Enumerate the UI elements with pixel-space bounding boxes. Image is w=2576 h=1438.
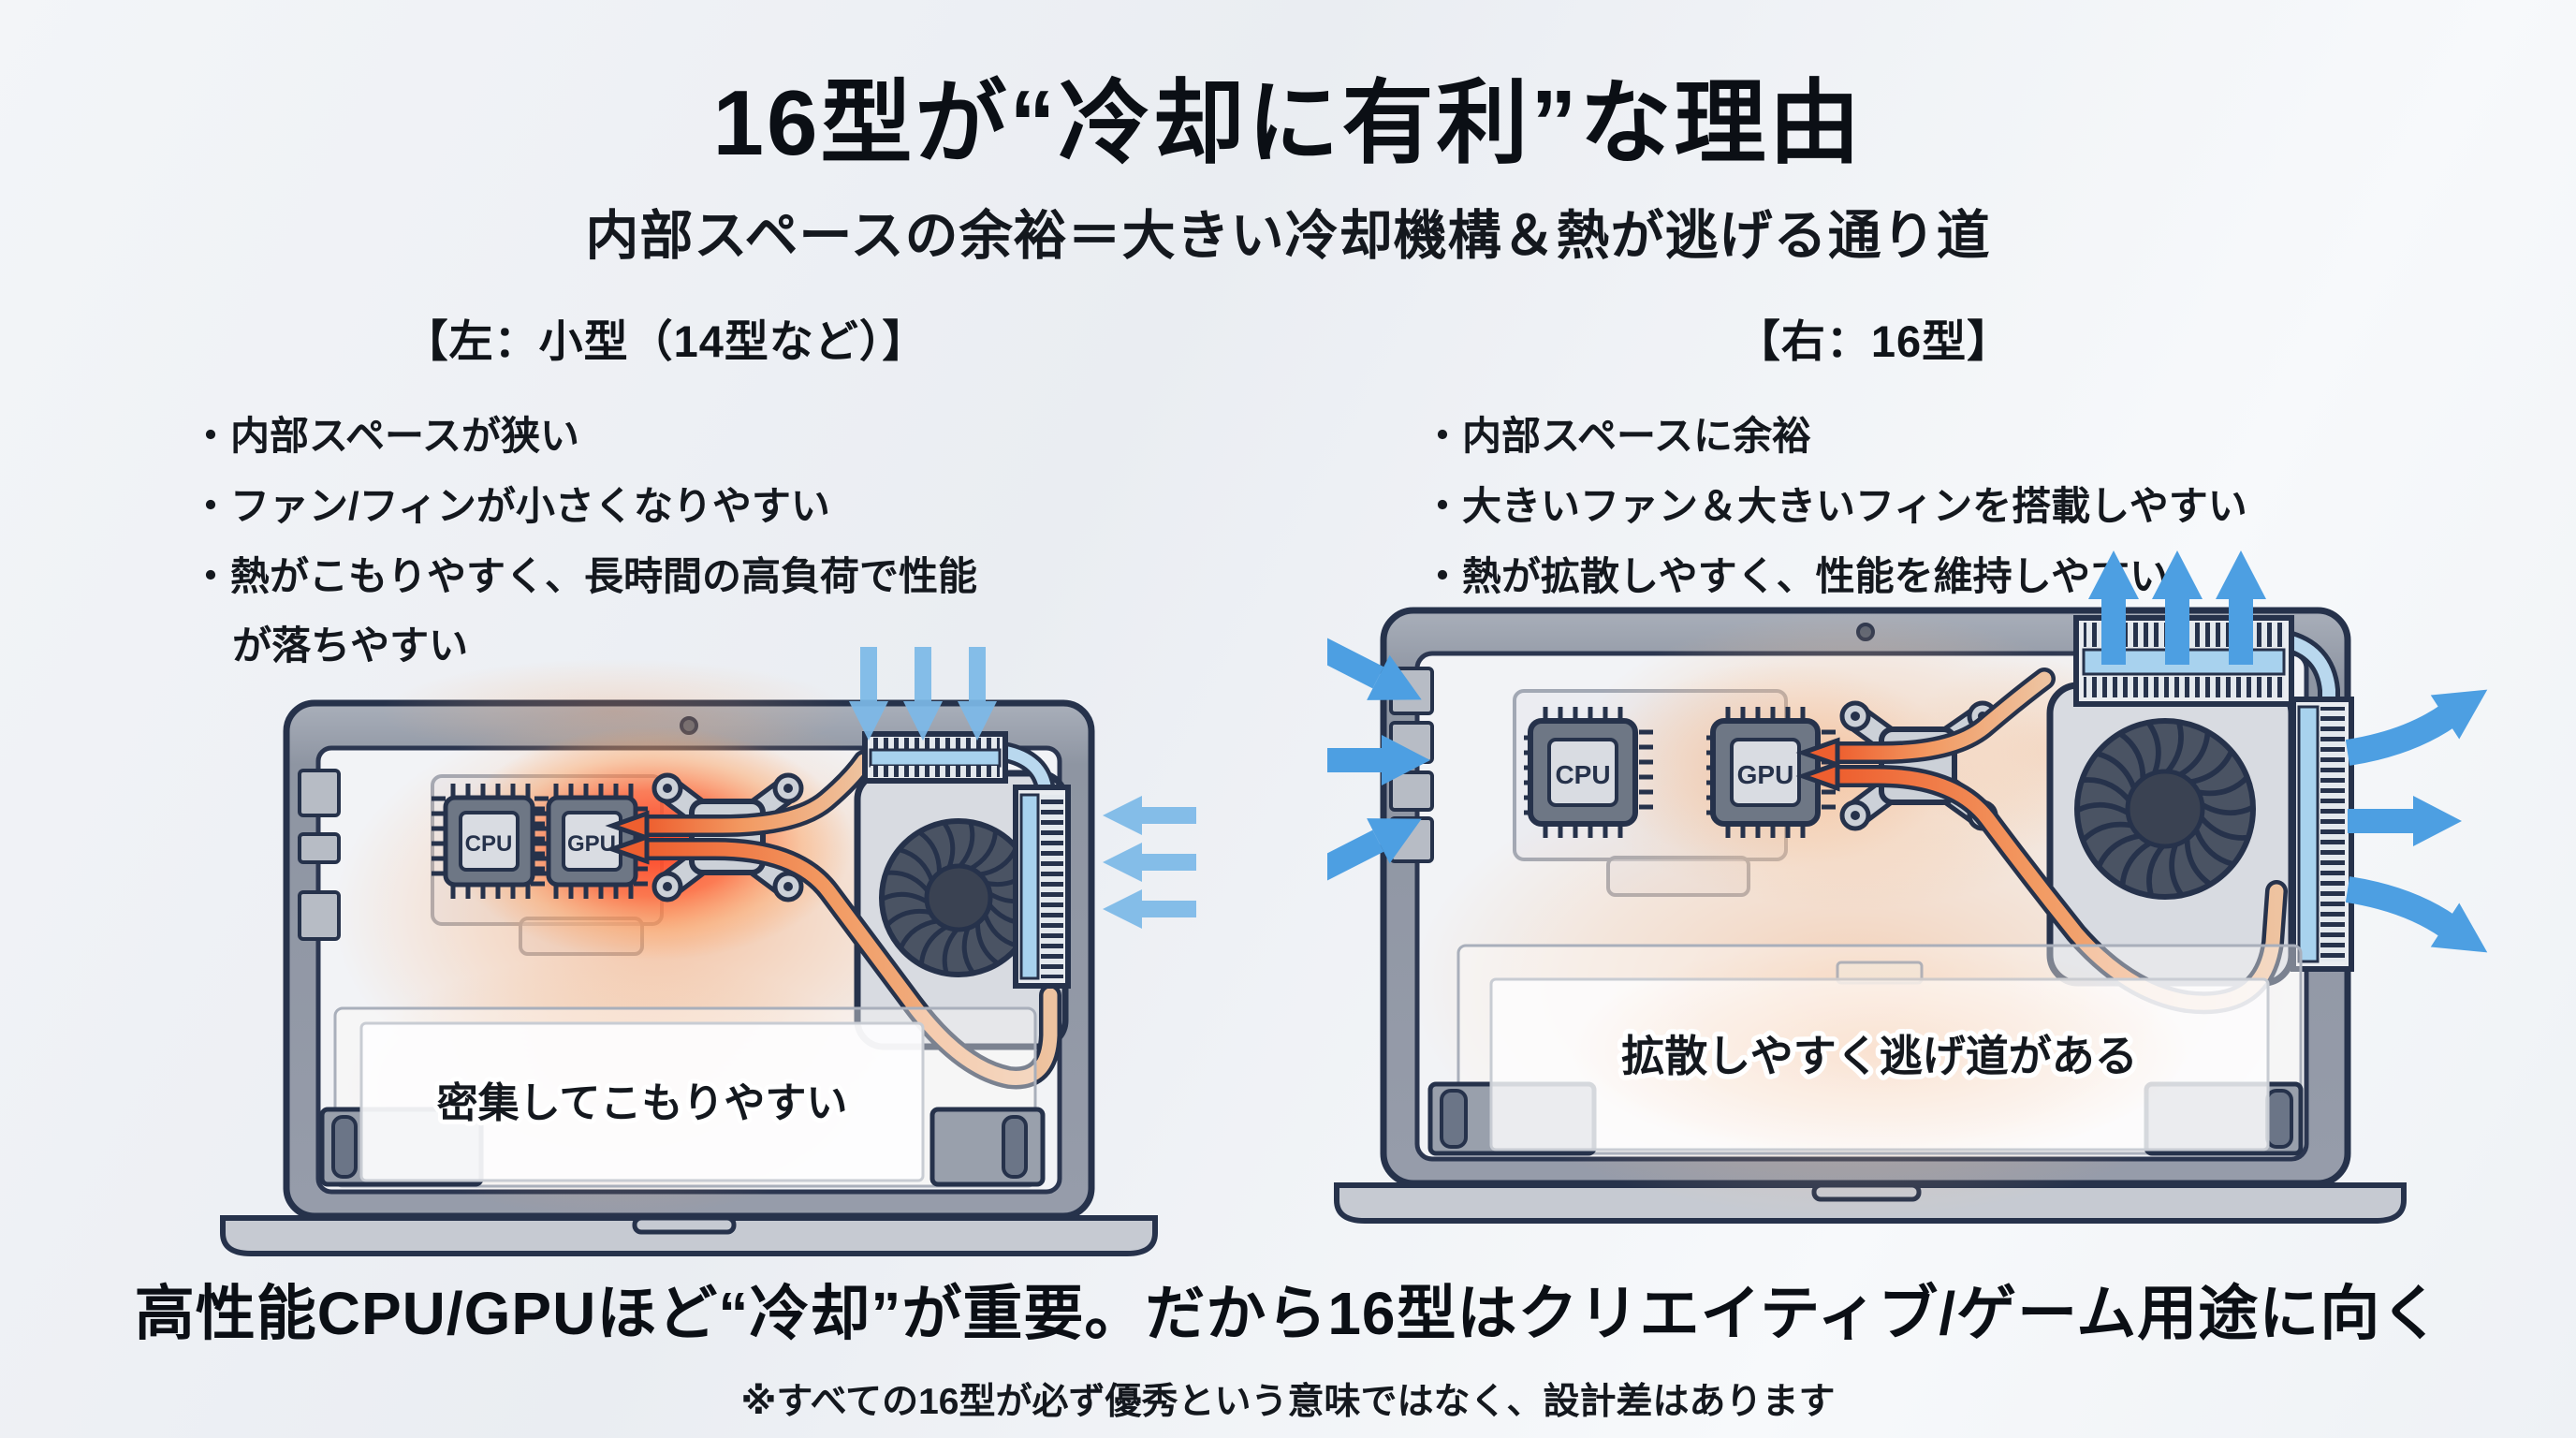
right-fin-stack-icon bbox=[2291, 697, 2354, 972]
gpu-label: GPU bbox=[1737, 760, 1794, 789]
heat-pipes bbox=[605, 750, 1061, 1090]
large-laptop-diagram: CPU GPU bbox=[1327, 550, 2488, 1224]
caption-glow bbox=[1571, 938, 2188, 1163]
left-diagram-caption: 密集してこもりやすい bbox=[437, 1080, 848, 1126]
left-bullet-list: ・内部スペースが狭い ・ファン/フィンが小さくなりやすい ・熱がこもりやすく、長… bbox=[165, 402, 1015, 682]
cpu-chip-icon: CPU bbox=[1524, 707, 1653, 838]
right-heading: 【右：16型】 bbox=[1735, 316, 2012, 366]
footer-disclaimer: ※すべての16型が必ず優秀という意味ではなく、設計差はあります bbox=[740, 1382, 1836, 1422]
fan-icon bbox=[2046, 682, 2295, 987]
right-bullet-list: ・内部スペースに余裕 ・大きいファン＆大きいフィンを搭載しやすい ・熱が拡散しや… bbox=[1368, 402, 2359, 611]
hinge-pills bbox=[331, 1115, 1028, 1179]
right-diagram-caption: 拡散しやすく逃げ道がある bbox=[1621, 1032, 2138, 1080]
gpu-chip-icon: GPU bbox=[1706, 707, 1836, 838]
laptop-base bbox=[220, 1215, 1158, 1256]
left-bullet-1: ・内部スペースが狭い bbox=[191, 414, 579, 458]
top-fin-stack-icon bbox=[862, 731, 1008, 784]
hinge-pills bbox=[1440, 1089, 2293, 1149]
side-ports bbox=[298, 769, 341, 941]
gpu-chip-icon: GPU bbox=[534, 784, 648, 899]
right-bullet-1: ・内部スペースに余裕 bbox=[1423, 414, 1811, 458]
left-column: 【左：小型（14型など）】 ・内部スペースが狭い ・ファン/フィンが小さくなりや… bbox=[165, 305, 1166, 682]
footer-conclusion: 高性能CPU/GPUほど“冷却”が重要。だから16型はクリエイティブ/ゲーム用途… bbox=[134, 1280, 2442, 1347]
airflow-arrows-right bbox=[1103, 796, 1196, 929]
caption-box bbox=[359, 1021, 925, 1182]
right-bullet-3: ・熱が拡散しやすく、性能を維持しやすい bbox=[1423, 553, 2170, 598]
airflow-arrows-exhaust-top bbox=[2088, 550, 2266, 665]
left-bullet-3: ・熱がこもりやすく、長時間の高負荷で性能が落ちやすい bbox=[191, 553, 978, 668]
base-notch bbox=[632, 1215, 737, 1235]
right-column: 【右：16型】 ・内部スペースに余裕 ・大きいファン＆大きいフィンを搭載しやすい… bbox=[1368, 305, 2379, 611]
right-fin-stack-icon bbox=[1013, 785, 1071, 989]
left-heading: 【左：小型（14型など）】 bbox=[403, 316, 928, 366]
cpu-label: CPU bbox=[1555, 760, 1610, 789]
cpu-label: CPU bbox=[465, 831, 513, 857]
gpu-label: GPU bbox=[567, 831, 616, 857]
right-bullet-2: ・大きいファン＆大きいフィンを搭載しやすい bbox=[1423, 483, 2247, 528]
airflow-arrows-exhaust-right bbox=[2345, 689, 2488, 953]
small-laptop-diagram: CPU GPU bbox=[220, 647, 1196, 1256]
page-title: 16型が“冷却に有利”な理由 bbox=[712, 71, 1864, 174]
left-bullet-2: ・ファン/フィンが小さくなりやすい bbox=[191, 483, 830, 528]
airflow-arrows-top bbox=[849, 647, 997, 741]
page-subtitle: 内部スペースの余裕＝大きい冷却機構＆熱が逃げる通り道 bbox=[585, 206, 1991, 266]
cpu-chip-icon: CPU bbox=[432, 784, 545, 899]
